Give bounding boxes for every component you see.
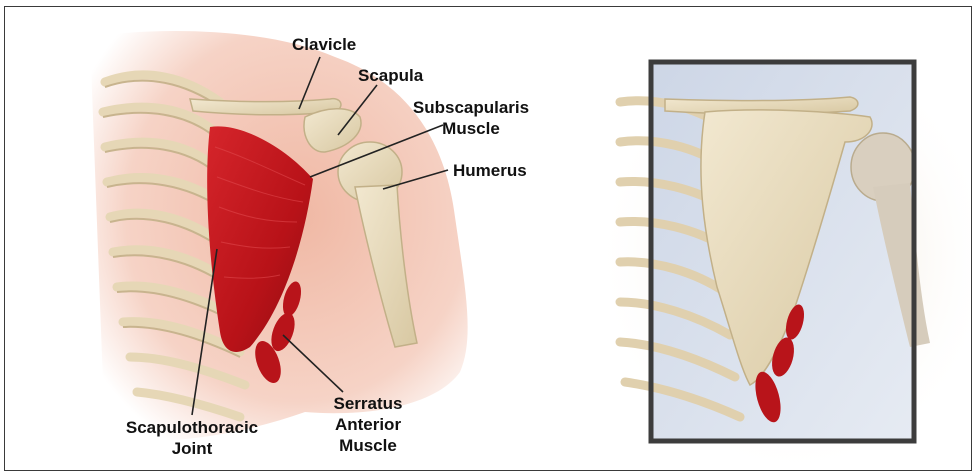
- figure-frame: Clavicle Scapula Subscapularis Muscle Hu…: [4, 6, 972, 471]
- label-scapula: Scapula: [358, 65, 423, 86]
- shoulder-anatomy-illustration: [5, 7, 971, 470]
- label-serratus-line3: Muscle: [323, 435, 413, 456]
- label-clavicle: Clavicle: [292, 34, 356, 55]
- label-subscapularis-line2: Muscle: [407, 118, 535, 139]
- label-scapulothoracic-line2: Joint: [117, 438, 267, 459]
- right-inset-view: [595, 37, 971, 470]
- label-serratus-anterior-muscle: Serratus Anterior Muscle: [323, 393, 413, 456]
- label-subscapularis-muscle: Subscapularis Muscle: [407, 97, 535, 139]
- label-humerus: Humerus: [453, 160, 527, 181]
- label-scapulothoracic-line1: Scapulothoracic: [117, 417, 267, 438]
- label-scapulothoracic-joint: Scapulothoracic Joint: [117, 417, 267, 459]
- left-anatomy-view: [90, 31, 468, 441]
- label-subscapularis-line1: Subscapularis: [407, 97, 535, 118]
- label-serratus-line2: Anterior: [323, 414, 413, 435]
- label-serratus-line1: Serratus: [323, 393, 413, 414]
